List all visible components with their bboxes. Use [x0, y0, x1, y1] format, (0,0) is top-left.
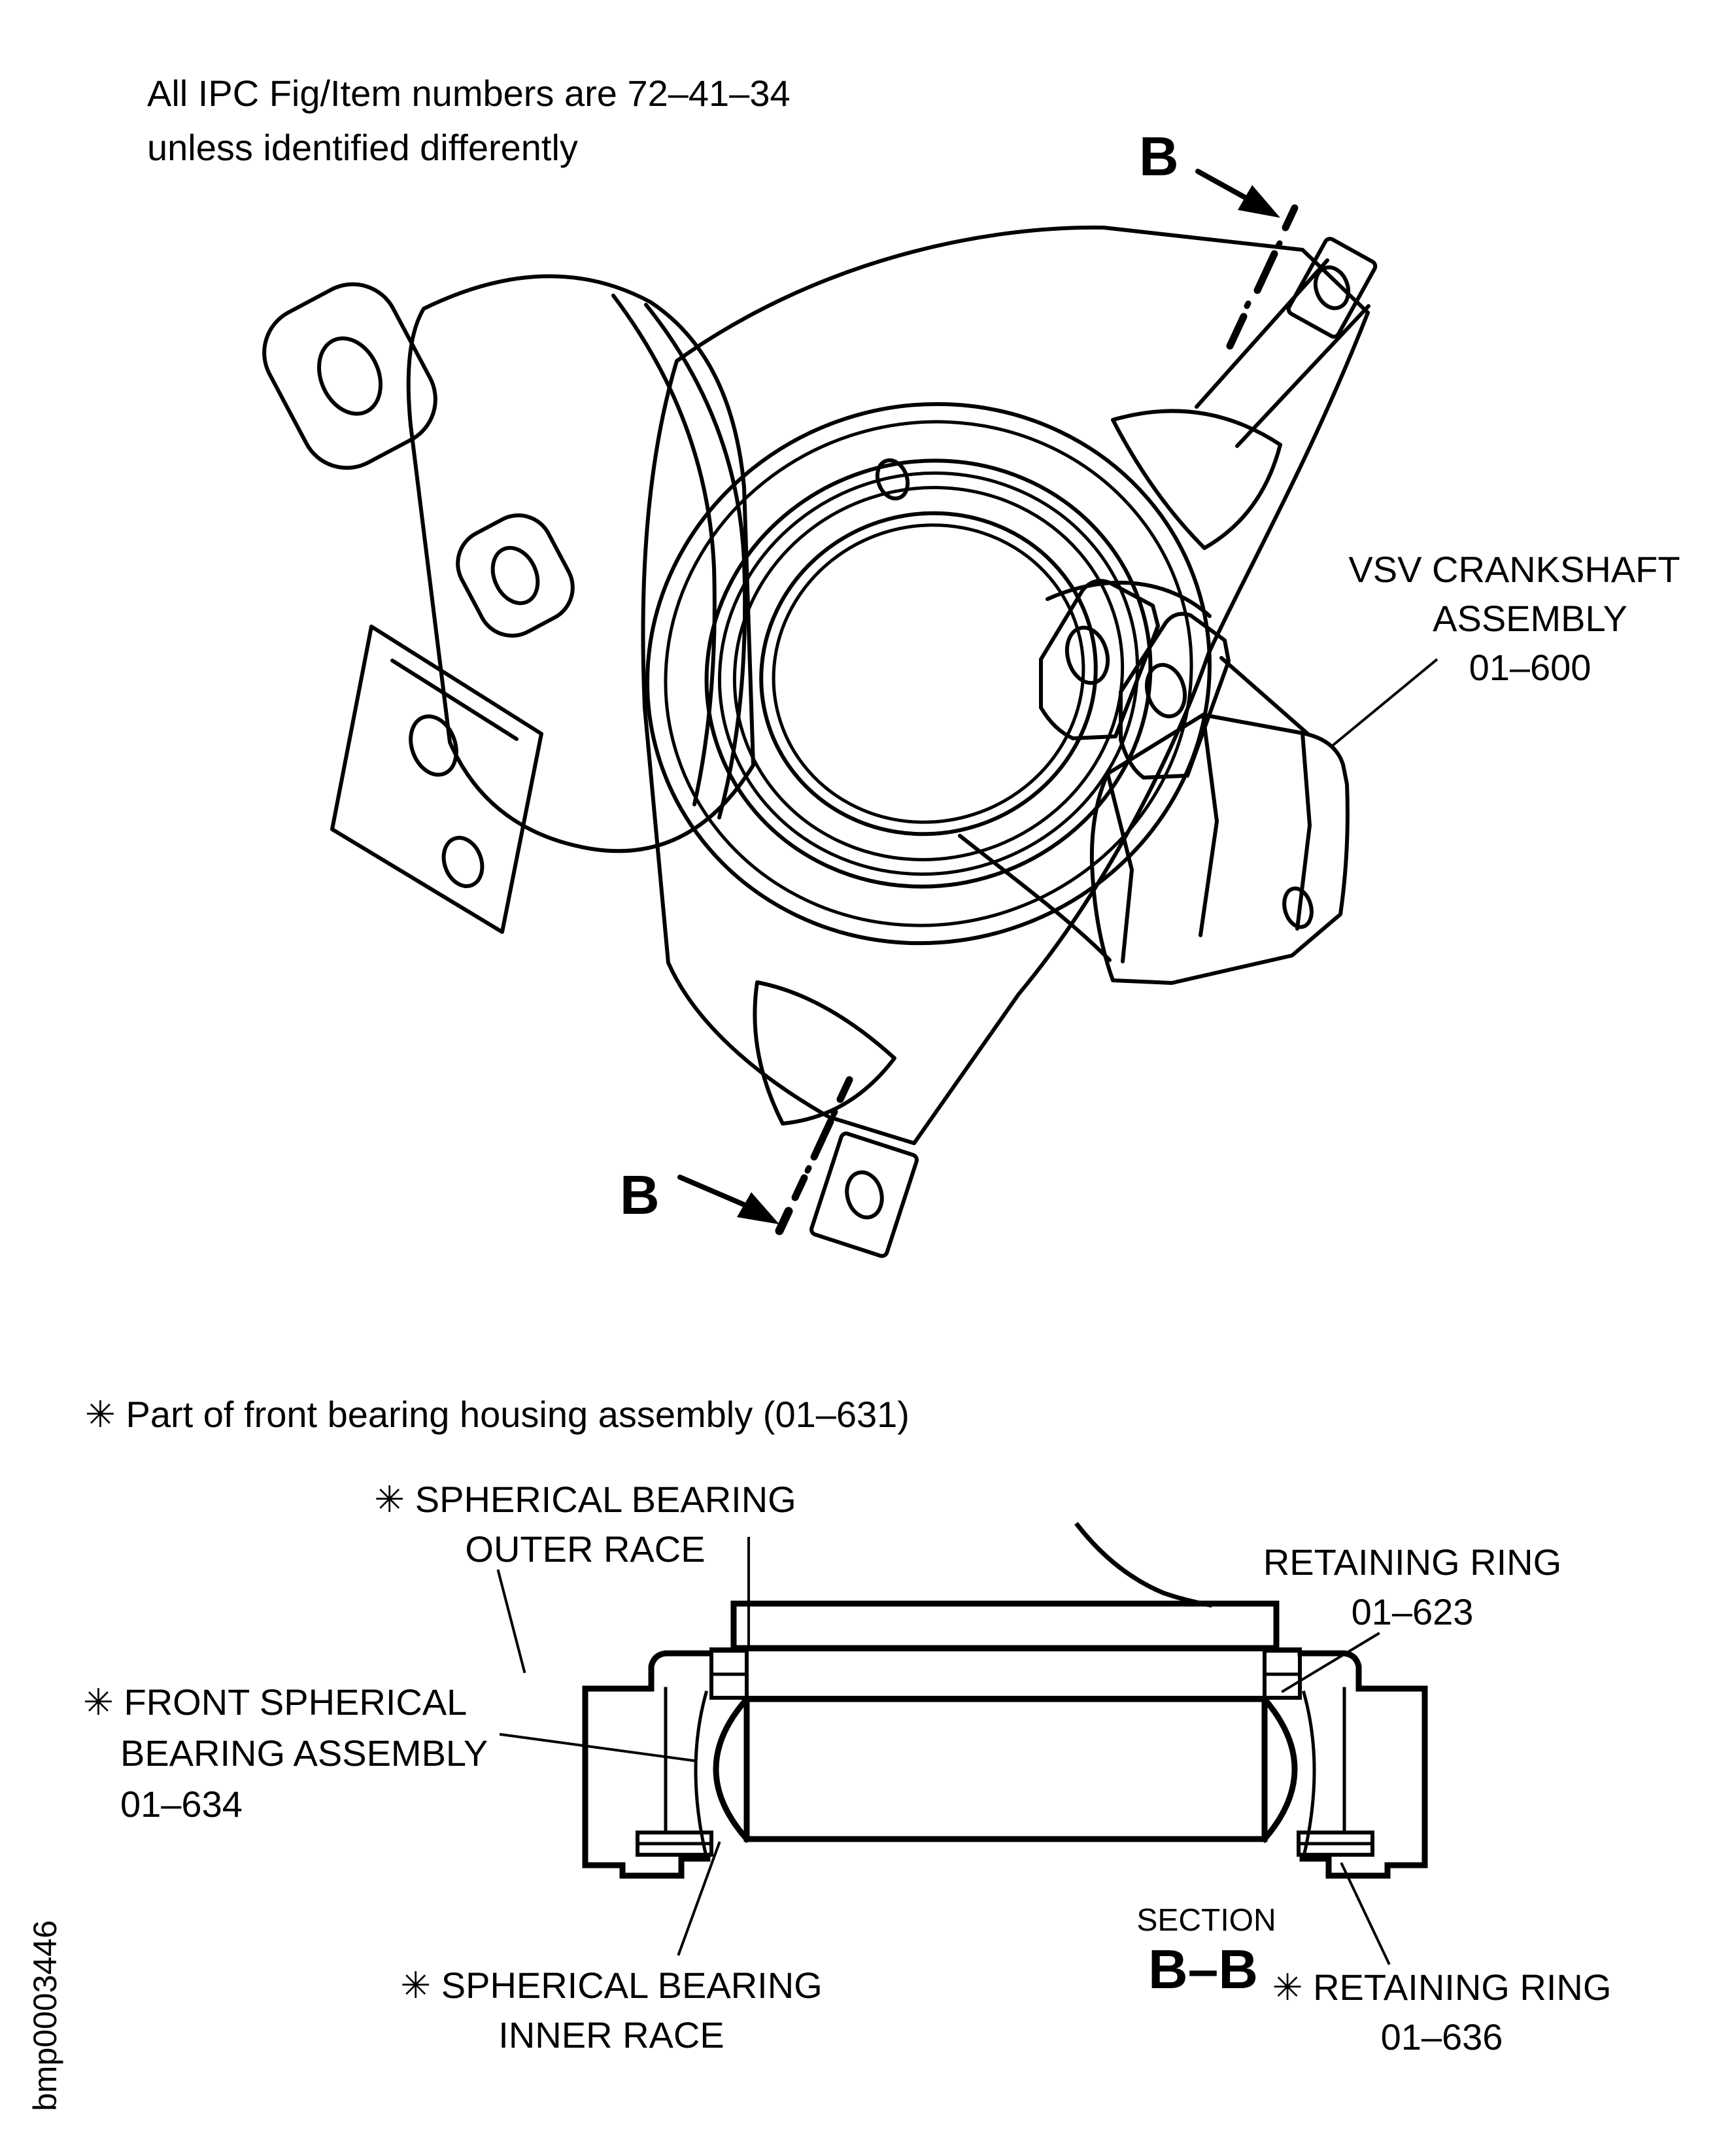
shaft-bottom-edge [958, 834, 1112, 962]
section-title-word: SECTION [1136, 1903, 1276, 1938]
vsv-label-line1: VSV CRANKSHAFT [1348, 549, 1680, 590]
retaining-ring-left-636 [636, 1831, 713, 1857]
retaining-bottom-leader [1340, 1862, 1391, 1965]
shaft-top-edge [1046, 580, 1212, 618]
front-bearing-label-line1: ✳ FRONT SPHERICAL [83, 1681, 467, 1723]
front-bearing-label-line2: BEARING ASSEMBLY [120, 1732, 488, 1774]
mount-lug-bottom-hole [845, 1170, 884, 1220]
isometric-view [262, 225, 1378, 1258]
section-trace-top [1226, 204, 1299, 350]
ear-tab-lower [456, 513, 575, 638]
housing-curved-leader [1074, 1522, 1213, 1608]
front-bearing-leader [499, 1732, 695, 1763]
strut-arm-edge-1 [1195, 258, 1329, 409]
bracket-plate [330, 625, 543, 934]
bearing-bore-rings [645, 402, 1212, 946]
vsv-callout: VSV CRANKSHAFT ASSEMBLY 01–600 [1331, 549, 1680, 747]
retaining-top-label-line1: RETAINING RING [1263, 1541, 1561, 1583]
retaining-ring-right-623 [1263, 1649, 1302, 1700]
section-arrow-bottom-head [737, 1192, 779, 1224]
ear-tab-lower-hole [490, 545, 540, 606]
section-arrow-top-head [1238, 185, 1280, 218]
retaining-top-leader [1281, 1632, 1380, 1693]
inner-race-leader [677, 1841, 721, 1956]
section-letter-bottom: B [620, 1164, 660, 1226]
outer-race-leader-diagonal [496, 1569, 526, 1674]
ear-tab-upper [262, 282, 437, 470]
section-view [496, 1522, 1428, 1965]
flange-cutout-lower [753, 980, 896, 1126]
drum-body [406, 274, 755, 853]
inner-race-label-line1: ✳ SPHERICAL BEARING [400, 1965, 822, 2006]
shaft-to-actuator-edge [1219, 656, 1310, 736]
retaining-ring-right-636 [1297, 1831, 1374, 1857]
header-note: All IPC Fig/Item numbers are 72–41–34 un… [147, 73, 791, 168]
clevis-tab-b [1119, 611, 1231, 780]
retaining-bottom-label-line1: ✳ RETAINING RING [1272, 1967, 1612, 2008]
strut-arm-edge-2 [1235, 304, 1370, 448]
inner-race-body [743, 1696, 1268, 1842]
mount-lug-top-hole [1313, 265, 1351, 311]
actuator-facet-3 [1295, 731, 1312, 931]
section-arrow-top-shaft [1195, 169, 1249, 201]
clevis-tab-a-hole [1064, 625, 1110, 685]
drum-face-arc-inner [611, 294, 717, 806]
actuator-facet-1 [1199, 713, 1219, 937]
ball-arc-right [1260, 1695, 1298, 1844]
retaining-bottom-label-line2: 01–636 [1381, 2016, 1503, 2057]
housing-left [582, 1650, 713, 1879]
mount-lug-bottom [809, 1131, 919, 1258]
actuator-facet-2 [1106, 772, 1134, 963]
outer-race-label-line2: OUTER RACE [465, 1528, 705, 1570]
figure-id: bmp0003446 [27, 1920, 63, 2111]
section-plane-markers [677, 169, 1299, 1235]
header-note-line2: unless identified differently [147, 127, 578, 168]
outer-race-slab [730, 1600, 1280, 1651]
front-bearing-label-line3: 01–634 [120, 1783, 243, 1825]
inner-race-label-line2: INNER RACE [498, 2014, 724, 2056]
header-note-line1: All IPC Fig/Item numbers are 72–41–34 [147, 73, 791, 114]
section-view-labels: ✳ SPHERICAL BEARING OUTER RACE RETAINING… [83, 1479, 1611, 2057]
vsv-label-line2: ASSEMBLY [1433, 598, 1627, 639]
section-title-bb: B–B [1148, 1938, 1258, 2000]
bracket-hole-1 [409, 714, 458, 777]
ear-tab-upper-hole [316, 336, 383, 416]
bracket-hole-2 [441, 836, 485, 888]
retaining-ring-left-623 [709, 1649, 749, 1700]
vsv-leader-line [1331, 658, 1438, 747]
actuator-end-hole [1282, 886, 1314, 929]
housing-right [1297, 1650, 1428, 1879]
outer-race-label-line1: ✳ SPHERICAL BEARING [374, 1479, 796, 1520]
clevis-tab-b-hole [1145, 663, 1187, 719]
bracket-edge-line [390, 659, 519, 741]
footnote: ✳ Part of front bearing housing assembly… [85, 1394, 910, 1435]
actuator-block [1089, 713, 1350, 985]
mount-lug-top [1286, 237, 1378, 339]
flange-plate-outline [641, 225, 1370, 1145]
ball-arc-left [713, 1695, 751, 1844]
flange-cutout-upper [1111, 409, 1282, 550]
section-arrow-bottom-shaft [677, 1175, 747, 1207]
retaining-top-label-line2: 01–623 [1352, 1591, 1474, 1632]
section-letter-top: B [1139, 126, 1179, 187]
section-trace-bottom [775, 1076, 853, 1235]
vsv-label-line3: 01–600 [1469, 647, 1591, 688]
